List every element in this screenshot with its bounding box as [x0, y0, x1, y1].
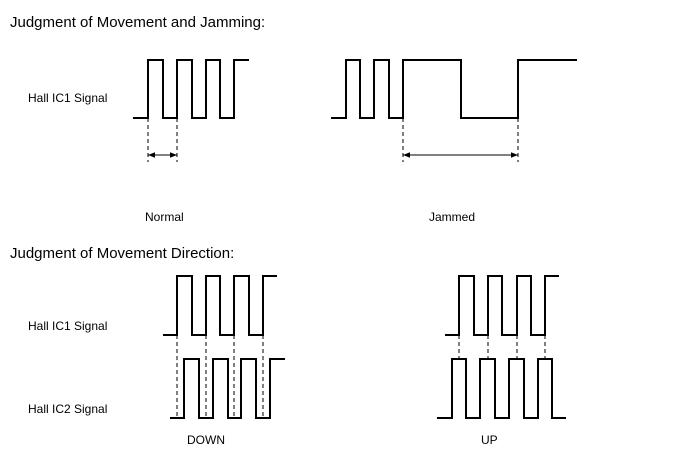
jammed-ic1-waveform [331, 59, 577, 119]
hall-ic1-label-top: Hall IC1 Signal [28, 91, 108, 105]
down-ic2-waveform [170, 358, 285, 419]
section2-title: Judgment of Movement Direction: [10, 245, 235, 262]
up-caption: UP [481, 433, 498, 447]
normal-ic1-waveform [133, 59, 249, 119]
section1-title: Judgment of Movement and Jamming: [10, 14, 266, 31]
hall-ic1-label-bottom: Hall IC1 Signal [28, 319, 108, 333]
down-ic1-waveform [163, 275, 277, 336]
down-caption: DOWN [187, 433, 225, 447]
normal-caption: Normal [145, 210, 184, 224]
up-ic1-waveform [445, 275, 559, 336]
up-ic2-waveform [437, 358, 566, 419]
hall-ic2-label-bottom: Hall IC2 Signal [28, 402, 108, 416]
jammed-caption: Jammed [429, 210, 476, 224]
